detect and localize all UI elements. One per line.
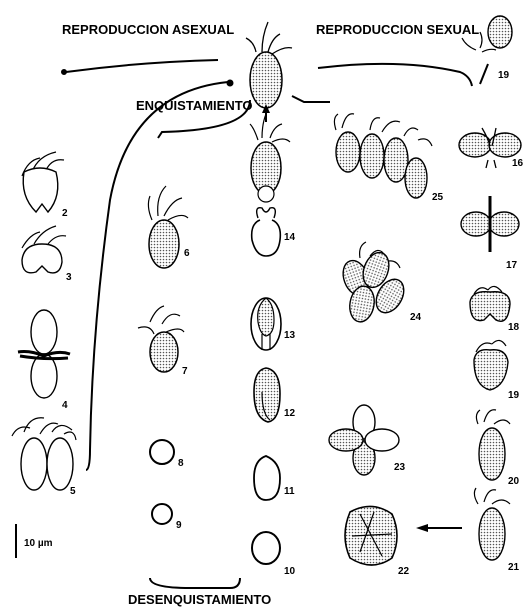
stage-10-cyst (252, 532, 280, 564)
stage-label-16: 16 (512, 158, 524, 169)
stage-label-5: 5 (70, 486, 76, 497)
stage-2-cell (22, 152, 64, 212)
stage-label-14: 14 (284, 232, 296, 243)
stage-17-cells (461, 196, 519, 252)
return-line-25 (292, 96, 330, 102)
stage-11-cell (254, 456, 280, 500)
stage-7-cell (138, 306, 184, 372)
stage-label-2: 2 (62, 208, 68, 219)
stage-label-9: 9 (176, 520, 182, 531)
stage19-line (480, 64, 488, 84)
scale-bar: 10 µm (16, 524, 53, 558)
stage-15-cell (250, 114, 290, 202)
stage-label-20: 20 (508, 476, 520, 487)
stage-5-cell (12, 418, 76, 490)
stage-24-cells (339, 242, 410, 324)
stage-13-cell (251, 298, 281, 350)
stage-25-cells (334, 114, 432, 198)
stage-12-cell (254, 368, 280, 422)
stage-6-cell (148, 186, 188, 268)
stage-22-cyst (345, 506, 397, 565)
label-encystment: ENQUISTAMIENTO (136, 98, 253, 113)
parent-cell-top (246, 22, 292, 108)
stage-19b-cell (474, 340, 508, 390)
stage-label-18: 18 (508, 322, 520, 333)
stage-9-cyst (152, 504, 172, 524)
asexual-return-line (86, 82, 228, 470)
stage-label-23: 23 (394, 462, 406, 473)
stage-label-4: 4 (62, 400, 68, 411)
stage-3-cell (22, 226, 66, 273)
stage-label-13: 13 (284, 330, 296, 341)
stage-label-17: 17 (506, 260, 518, 271)
sexual-branch-line (318, 64, 472, 86)
stage-label-24: 24 (410, 312, 422, 323)
label-excystment: DESENQUISTAMIENTO (128, 592, 271, 607)
stage-label-22: 22 (398, 566, 410, 577)
title-asexual-reproduction: REPRODUCCION ASEXUAL (62, 22, 234, 37)
stage-label-21: 21 (508, 562, 520, 573)
stage-18-cell (470, 286, 510, 321)
scale-bar-label: 10 µm (24, 538, 53, 549)
asexual-branch-line (66, 60, 218, 72)
stage-label-7: 7 (182, 366, 188, 377)
stage-14-cell (252, 208, 281, 256)
stage-label-11: 11 (284, 486, 295, 497)
stage-23-cells (329, 405, 399, 475)
stage-label-8: 8 (178, 458, 184, 469)
stage-label-25: 25 (432, 192, 444, 203)
title-sexual-reproduction: REPRODUCCION SEXUAL (316, 22, 479, 37)
stage-label-10: 10 (284, 566, 296, 577)
stage-20-cell (476, 410, 510, 480)
stage-21-cell (474, 488, 510, 560)
excyst-bracket (150, 578, 240, 588)
stage-label-19: 19 (498, 70, 510, 81)
stage-label-3: 3 (66, 272, 72, 283)
stage-label-12: 12 (284, 408, 296, 419)
stage-8-cyst (150, 440, 174, 464)
stage-4-cell (18, 310, 70, 398)
stage-label-6: 6 (184, 248, 190, 259)
stage-label-19b: 19 (508, 390, 520, 401)
